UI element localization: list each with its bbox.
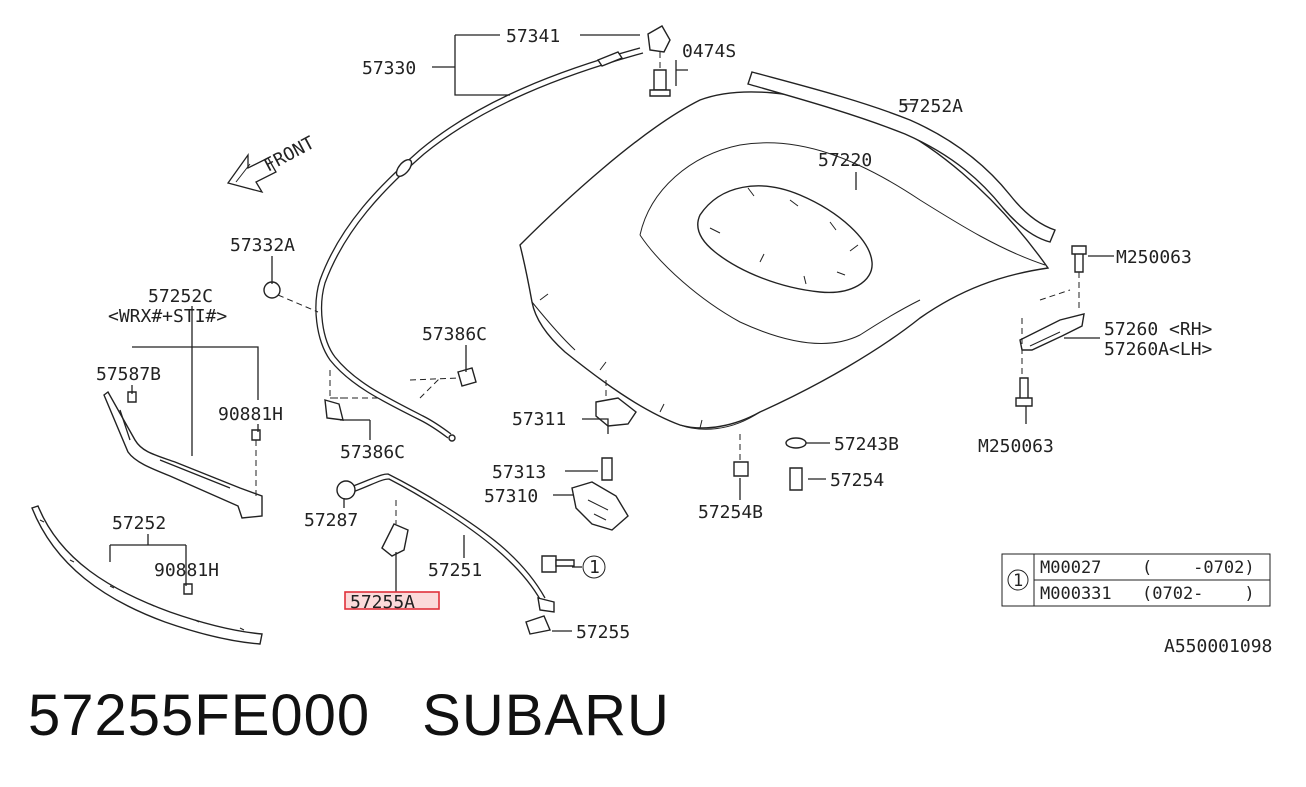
label-57252c-note: <WRX#+STI#> [108, 306, 227, 327]
bumper-57254 [789, 467, 803, 491]
label-90881h-bottom: 90881H [154, 560, 219, 581]
label-57386c-bottom: 57386C [340, 442, 405, 463]
label-m250063-bottom: M250063 [978, 436, 1054, 457]
clip-57386c [324, 367, 477, 421]
label-57310: 57310 [484, 486, 538, 507]
version-table: 1 M00027 ( -0702) M000331 (0702- ) [1001, 553, 1271, 607]
label-57311: 57311 [512, 409, 566, 430]
grommet-57332a [263, 281, 281, 299]
label-57252c: 57252C [148, 286, 213, 307]
table-row-range: ( -0702) [1142, 558, 1255, 578]
label-0474s: 0474S [682, 41, 736, 62]
release-cable-57330 [315, 47, 644, 442]
weatherstrip-57252a [747, 71, 1056, 243]
label-57252: 57252 [112, 513, 166, 534]
label-57330: 57330 [362, 58, 416, 79]
label-57251: 57251 [428, 560, 482, 581]
label-57587b: 57587B [96, 364, 161, 385]
footer-caption: 57255FE000 SUBARU [28, 682, 670, 752]
callout-1-label: 1 [589, 557, 600, 578]
bumper-57243b [785, 437, 807, 449]
prop-rod-holder-57255a [381, 500, 409, 557]
bracket-57260 [1019, 313, 1085, 351]
garnish-57252c [103, 390, 263, 519]
label-57252a: 57252A [898, 96, 963, 117]
bolt-57313 [601, 457, 613, 481]
label-57254: 57254 [830, 470, 884, 491]
bolt-m250063-top [1071, 245, 1087, 273]
table-row-code: M00027 [1040, 558, 1101, 578]
hood-latch-57310 [571, 481, 629, 531]
prop-rod-holder-57255 [525, 615, 551, 635]
label-57260-rh: 57260 <RH> [1104, 319, 1213, 340]
bolt-callout-1-part [541, 555, 575, 573]
label-m250063-top: M250063 [1116, 247, 1192, 268]
label-57386c-top: 57386C [422, 324, 487, 345]
label-57260a-lh: 57260A<LH> [1104, 339, 1213, 360]
front-arrow-icon [226, 152, 277, 194]
cable-clip-57341 [647, 25, 671, 97]
clip-57587b [127, 391, 137, 403]
clip-90881h-bottom [183, 583, 193, 595]
label-57332a: 57332A [230, 235, 295, 256]
brand-name: SUBARU [422, 683, 670, 748]
callout-circle-1 [582, 555, 606, 579]
bumper-57254b [733, 461, 749, 477]
part-number: 57255FE000 [28, 683, 371, 748]
prop-rod-57251 [336, 473, 555, 613]
label-57313: 57313 [492, 462, 546, 483]
label-57287: 57287 [304, 510, 358, 531]
highlight-box-57255a [344, 591, 440, 610]
leader-lines [109, 34, 1114, 632]
clip-90881h-top [251, 429, 261, 441]
table-row-code: M000331 [1040, 584, 1112, 604]
front-garnish-57252 [31, 505, 263, 645]
diagram-id: A550001098 [1164, 636, 1272, 657]
label-front: FRONT [260, 132, 318, 176]
hood-panel [519, 91, 1050, 430]
table-row-range: (0702- ) [1142, 584, 1255, 604]
label-57220: 57220 [818, 150, 872, 171]
label-57341: 57341 [506, 26, 560, 47]
label-90881h-top: 90881H [218, 404, 283, 425]
label-57255a-highlighted[interactable]: 57255A [350, 592, 415, 613]
label-57255: 57255 [576, 622, 630, 643]
table-marker: 1 [1013, 571, 1023, 591]
table-marker-circle [1007, 569, 1029, 591]
label-57254b: 57254B [698, 502, 763, 523]
bolt-m250063-bottom [1015, 377, 1033, 407]
label-57243b: 57243B [834, 434, 899, 455]
